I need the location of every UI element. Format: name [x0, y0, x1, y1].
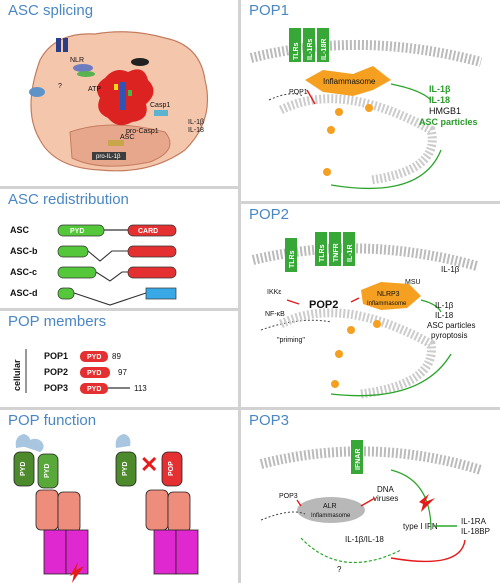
- pop1-length: 89: [112, 352, 121, 361]
- block-x-icon: ✕: [140, 452, 158, 477]
- pop3-panel: POP3 IFNAR POP3 ALR Inflammasome DNA vir…: [241, 410, 500, 583]
- receptor-tlrs-left: TLRs: [289, 250, 296, 268]
- receptor-tlrs: TLRs: [319, 244, 326, 262]
- question-label: ?: [58, 83, 62, 90]
- pop3-pathway-diagram: IFNAR POP3 ALR Inflammasome DNA viruses …: [259, 440, 490, 574]
- card-domain-label: CARD: [138, 228, 158, 235]
- panel-title: ASC splicing: [8, 2, 94, 19]
- pro-il1b-label: pro-IL-1β: [96, 154, 121, 160]
- receptor-ifnar: IFNAR: [355, 449, 362, 470]
- pop-function-panel: POP function PYD PYD PYD ✕ POP: [0, 410, 238, 583]
- ikk-label: IKKε: [267, 289, 281, 296]
- isoform-name-asc-b: ASC-b: [10, 246, 38, 256]
- output-pyroptosis: pyroptosis: [431, 331, 467, 340]
- panel-title: POP2: [249, 206, 290, 223]
- asc-redistribution-panel: ASC redistribution ASC PYD CARD ASC-b AS…: [0, 189, 238, 308]
- asc-isoforms-diagram: ASC PYD CARD ASC-b ASC-c ASC-d: [10, 224, 177, 306]
- output-il1b: IL-1β: [435, 301, 454, 310]
- isoform-name-asc-c: ASC-c: [10, 267, 37, 277]
- divider-right-1: [241, 201, 500, 204]
- pop1-label: POP1: [289, 89, 308, 96]
- pyd-label-2: PYD: [44, 464, 51, 478]
- pyd-label-1: PYD: [20, 462, 27, 476]
- question-label: ?: [337, 565, 342, 574]
- output-asc-particles: ASC particles: [427, 321, 475, 330]
- receptor-tnfr: TNFR: [333, 243, 340, 262]
- nlrp3-label: NLRP3: [377, 291, 400, 298]
- pop3-name: POP3: [44, 383, 68, 393]
- nlr-label: NLR: [70, 57, 84, 64]
- pop2-pathway-diagram: TLRs TLRs TNFR IL-1R IL-1β IKKε NF-κB PO…: [251, 232, 479, 399]
- pop-function-diagram: PYD PYD PYD ✕ POP: [13, 434, 199, 583]
- panel-title: POP function: [8, 412, 97, 429]
- type1-ifn-label: type I IFN: [403, 522, 438, 531]
- output-il18: IL-18: [429, 95, 450, 105]
- panel-title: ASC redistribution: [8, 191, 129, 208]
- receptor-tlrs: TLRs: [293, 42, 300, 60]
- asc-splicing-illustration: ? NLR ATP ASC Casp1 pro-Casp1 pro-IL-1β …: [29, 31, 209, 172]
- output-il18: IL-18: [435, 311, 454, 320]
- divider-left-3: [0, 407, 238, 410]
- pop-members-diagram: cellular POP1 PYD 89 POP2 PYD 97 POP3 PY…: [12, 349, 147, 394]
- pop-label: POP: [168, 461, 175, 476]
- il1ra-label: IL-1RA: [461, 517, 487, 526]
- inflammasome-label: Inflammasome: [311, 513, 351, 519]
- pop1-pyd: PYD: [87, 354, 101, 361]
- divider-right-2: [241, 407, 500, 410]
- nfkb-label: NF-κB: [265, 311, 285, 318]
- panel-title: POP members: [8, 313, 107, 330]
- output-asc-particles: ASC particles: [419, 117, 478, 127]
- divider-left-2: [0, 308, 238, 311]
- msu-label: MSU: [405, 279, 421, 286]
- pyd-label-3: PYD: [122, 462, 129, 476]
- viruses-label: viruses: [373, 494, 398, 503]
- divider-vertical: [238, 0, 241, 583]
- pop1-panel: POP1 TLRs IL-1Rs IL-18R Inflammasome POP…: [241, 0, 500, 201]
- pop1-name: POP1: [44, 351, 68, 361]
- cellular-label: cellular: [12, 359, 22, 391]
- casp1-label: Casp1: [150, 102, 170, 109]
- receptor-il1r: IL-1R: [347, 245, 354, 263]
- divider-left-1: [0, 186, 238, 189]
- priming-label: "priming": [277, 337, 305, 344]
- pop2-pyd: PYD: [87, 370, 101, 377]
- inflammasome-label: Inflammasome: [323, 77, 376, 86]
- il18-label: IL-18: [188, 127, 204, 134]
- asc-label: ASC: [120, 134, 134, 141]
- pop-members-panel: POP members cellular POP1 PYD 89 POP2 PY…: [0, 311, 238, 407]
- output-hmgb1: HMGB1: [429, 106, 461, 116]
- il1b-il18-label: IL-1β/IL-18: [345, 535, 384, 544]
- alr-label: ALR: [323, 503, 337, 510]
- pop2-label: POP2: [309, 299, 338, 311]
- receptor-il1rs: IL-1Rs: [307, 39, 314, 61]
- pop2-panel: POP2 TLRs TLRs TNFR IL-1R IL-1β IKKε NF-…: [241, 204, 500, 407]
- dna-label: DNA: [377, 485, 395, 494]
- isoform-name-asc: ASC: [10, 225, 30, 235]
- output-il1b: IL-1β: [429, 84, 451, 94]
- pop2-length: 97: [118, 368, 127, 377]
- pyd-domain-label: PYD: [70, 228, 84, 235]
- asc-splicing-panel: ASC splicing ? NLR ATP ASC Casp1 pro-Cas…: [0, 0, 238, 186]
- pro-casp1-label: pro-Casp1: [126, 128, 159, 135]
- il1b-top-label: IL-1β: [441, 265, 460, 274]
- isoform-name-asc-d: ASC-d: [10, 288, 38, 298]
- pop2-name: POP2: [44, 367, 68, 377]
- il18bp-label: IL-18BP: [461, 527, 490, 536]
- receptor-il18r: IL-18R: [321, 39, 328, 60]
- panel-title: POP1: [249, 2, 290, 19]
- pop3-label: POP3: [279, 493, 298, 500]
- il1b-label: IL-1β: [188, 119, 204, 126]
- pop1-pathway-diagram: TLRs IL-1Rs IL-18R Inflammasome POP1 IL-…: [249, 28, 483, 190]
- pop3-pyd: PYD: [87, 386, 101, 393]
- atp-label: ATP: [88, 86, 101, 93]
- pop3-length: 113: [134, 384, 147, 393]
- inflammasome-label: Inflammasome: [367, 301, 407, 307]
- panel-title: POP3: [249, 412, 290, 429]
